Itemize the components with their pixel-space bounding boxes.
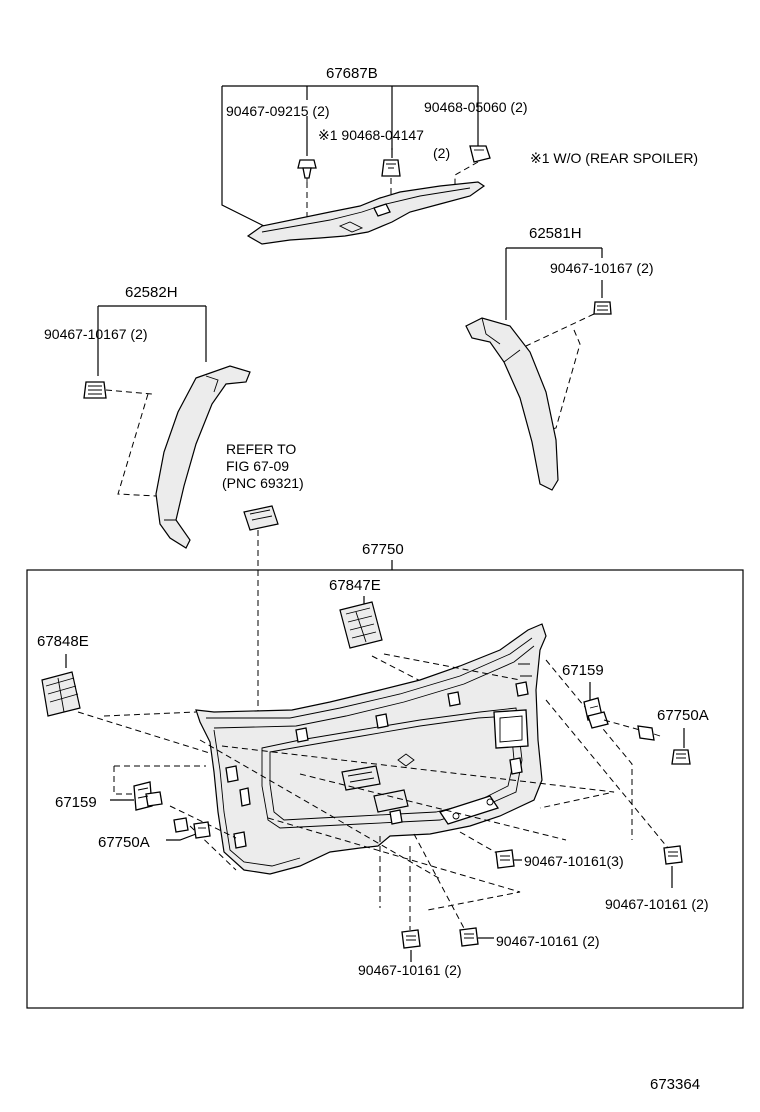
label-90468-05060: 90468-05060 (2) [424, 99, 528, 115]
note-rear-spoiler: ※1 W/O (REAR SPOILER) [530, 150, 698, 166]
clip-90467-10161-2-center-icon [459, 927, 479, 947]
refer-line-3: (PNC 69321) [222, 475, 304, 491]
label-90467-09215: 90467-09215 (2) [226, 103, 330, 119]
clip-90467-10161-3-group: 90467-10161(3) [495, 849, 624, 869]
screw-67750a-left-icon [173, 817, 211, 839]
label-62582h: 62582H [125, 284, 178, 301]
clip-90468-04147-icon [381, 159, 401, 177]
screw-67750a-right-upper-icon [637, 725, 661, 741]
retainer-67159-left-group: 67159 [55, 781, 163, 811]
refer-note-group: REFER TO FIG 67-09 (PNC 69321) [222, 441, 304, 720]
screw-67750a-right-group: 67750A [657, 707, 709, 765]
retainer-67159-right-group: 67159 [562, 662, 661, 741]
label-90468-04147-qty: (2) [433, 145, 450, 161]
label-67159-left: 67159 [55, 794, 97, 811]
label-67847e: 67847E [329, 577, 381, 594]
clip-90467-10161-2-bottom-icon [401, 929, 421, 949]
screw-67750a-right-icon [671, 749, 691, 765]
back-door-garnish-67687b [246, 181, 486, 245]
label-67687b: 67687B [326, 65, 378, 82]
retainer-67159-right-icon [583, 697, 609, 729]
cover-67847e-group: 67847E [329, 577, 439, 691]
cover-67848e-group: 67848E [37, 633, 233, 761]
label-67848e: 67848E [37, 633, 89, 650]
label-90468-04147: ※1 90468-04147 [318, 127, 424, 143]
rear-pillar-trim-62581h [465, 317, 559, 491]
refer-line-2: FIG 67-09 [226, 458, 289, 474]
label-90467-10161-2-bottom: 90467-10161 (2) [358, 962, 462, 978]
back-door-trim-board-67750 [195, 623, 547, 875]
garnish-67687b-group: 67687B 90467-09215 (2) 90468-05060 (2) ※… [221, 65, 698, 245]
label-67750a-right: 67750A [657, 707, 709, 724]
label-90467-10161-2-right: 90467-10161 (2) [605, 896, 709, 912]
retainer-67159-left-icon [133, 781, 163, 811]
clip-90467-10161-2-right-group: 90467-10161 (2) [605, 845, 709, 912]
clip-90467-10161-2-bottom-group: 90467-10161 (2) [358, 929, 462, 978]
label-90467-10161-2-center: 90467-10161 (2) [496, 933, 600, 949]
label-67750: 67750 [362, 541, 404, 558]
label-67750a-left: 67750A [98, 834, 150, 851]
refer-line-1: REFER TO [226, 441, 296, 457]
clip-90467-10161-2-right-icon [663, 845, 683, 865]
clip-90467-10167-right-icon [593, 301, 612, 315]
clip-90467-09215-icon [297, 159, 317, 182]
board-assembly-box [26, 569, 744, 1009]
diagram-id: 673364 [650, 1076, 700, 1093]
cover-67847e-icon [339, 601, 383, 649]
label-90467-10161-3: 90467-10161(3) [524, 853, 624, 869]
label-62581h: 62581H [529, 225, 582, 242]
clip-90467-10161-3-icon [495, 849, 515, 869]
cover-67848e-icon [41, 671, 81, 717]
clip-90468-05060-icon [469, 145, 491, 163]
screw-67750a-left-group: 67750A [98, 817, 211, 851]
label-67159-right: 67159 [562, 662, 604, 679]
clip-90467-10167-left-icon [83, 381, 107, 399]
clip-90467-10161-2-center-group: 90467-10161 (2) [459, 927, 600, 949]
label-90467-10167-right: 90467-10167 (2) [550, 260, 654, 276]
pillar-trim-62581h-group: 62581H 90467-10167 (2) [465, 225, 654, 491]
label-90467-10167-left: 90467-10167 (2) [44, 326, 148, 342]
pillar-trim-62582h-group: 62582H 90467-10167 (2) [44, 284, 251, 549]
rear-pillar-trim-62582h [155, 365, 251, 549]
handle-assembly-69321-icon [243, 505, 279, 531]
